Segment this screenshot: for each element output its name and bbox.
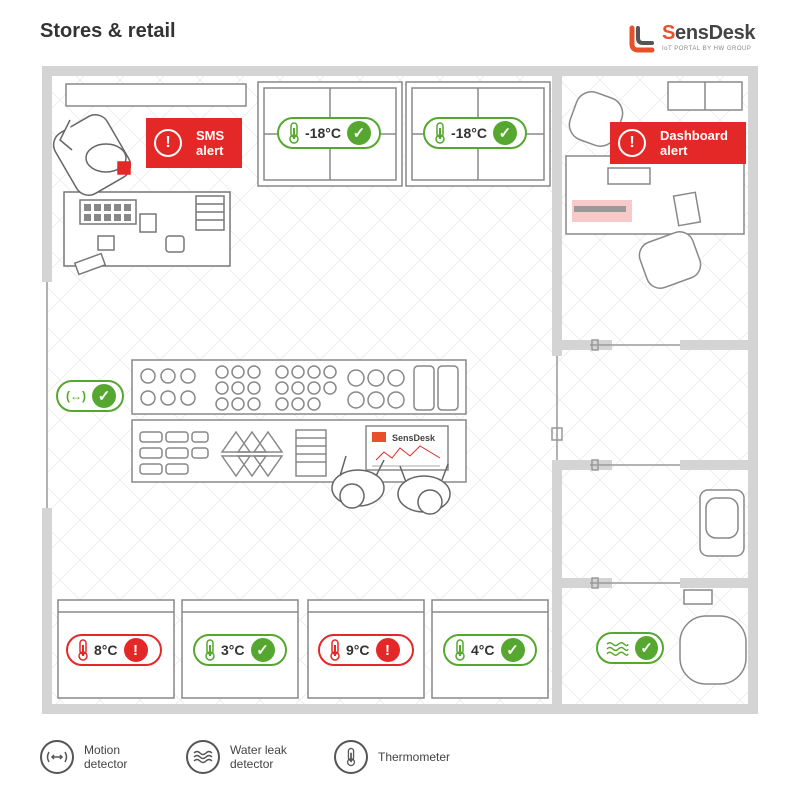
fridge-3-thermometer-badge[interactable]: 9°C ! xyxy=(318,634,414,666)
doors xyxy=(46,282,680,589)
ok-check-icon: ✓ xyxy=(92,384,116,408)
thermometer-icon xyxy=(334,740,368,774)
ok-check-icon: ✓ xyxy=(250,638,275,662)
dashboard-alert[interactable]: ! Dashboard alert xyxy=(610,122,746,164)
fridge-1-thermometer-badge[interactable]: 8°C ! xyxy=(66,634,162,666)
freezer-1-temp: -18°C xyxy=(305,125,341,141)
ok-check-icon: ✓ xyxy=(492,121,517,145)
exclamation-icon: ! xyxy=(618,129,646,157)
ok-check-icon: ✓ xyxy=(635,636,658,660)
washroom xyxy=(679,489,747,685)
legend-thermometer: Thermometer xyxy=(334,740,450,774)
sensdesk-logo-icon xyxy=(629,25,655,53)
sms-alert[interactable]: ! SMS alert xyxy=(146,118,242,168)
cashier-person xyxy=(52,114,132,196)
page-title: Stores & retail xyxy=(40,20,176,42)
legend-water-leak-detector: Water leak detector xyxy=(186,740,287,774)
ok-check-icon: ✓ xyxy=(346,121,371,145)
walls xyxy=(42,66,758,714)
dashboard-monitor xyxy=(574,206,626,212)
motion-detector-icon: (↔) xyxy=(66,389,86,403)
brand-tagline: IoT PORTAL BY HW GROUP xyxy=(662,46,752,52)
brand-name: SensDesk xyxy=(662,22,756,44)
thermometer-icon xyxy=(455,639,465,661)
motion-detector-icon xyxy=(40,740,74,774)
thermometer-icon xyxy=(330,639,340,661)
thermometer-icon xyxy=(205,639,215,661)
water-leak-icon xyxy=(186,740,220,774)
freezer-1-thermometer-badge[interactable]: -18°C ✓ xyxy=(277,117,381,149)
fridge-3-temp: 9°C xyxy=(346,642,370,658)
fridge-4-thermometer-badge[interactable]: 4°C ✓ xyxy=(443,634,537,666)
ok-check-icon: ✓ xyxy=(500,638,525,662)
fridge-2-temp: 3°C xyxy=(221,642,245,658)
motion-detector-badge[interactable]: (↔) ✓ xyxy=(56,380,124,412)
wall-shelf xyxy=(65,83,247,107)
legend-motion-detector: Motion detector xyxy=(40,740,127,774)
cashier-desk xyxy=(63,191,231,276)
fridge-2-thermometer-badge[interactable]: 3°C ✓ xyxy=(193,634,287,666)
fridge-1-temp: 8°C xyxy=(94,642,118,658)
freezer-2-temp: -18°C xyxy=(451,125,487,141)
legend-label: Water leak detector xyxy=(230,743,287,771)
brand-logo[interactable]: SensDesk IoT PORTAL BY HW GROUP xyxy=(628,22,768,62)
fridge-4-temp: 4°C xyxy=(471,642,495,658)
thermometer-icon xyxy=(435,122,445,144)
legend-label: Motion detector xyxy=(84,743,128,771)
shop-people xyxy=(331,455,451,515)
freezer-2-thermometer-badge[interactable]: -18°C ✓ xyxy=(423,117,527,149)
thermometer-icon xyxy=(289,122,299,144)
sensdesk-screen xyxy=(365,425,449,471)
thermometer-icon xyxy=(78,639,88,661)
water-leak-detector-badge[interactable]: ✓ xyxy=(596,632,664,664)
alert-exclamation-icon: ! xyxy=(375,638,400,662)
water-leak-icon xyxy=(606,642,629,656)
alert-exclamation-icon: ! xyxy=(123,638,148,662)
screen-brand: SensDesk xyxy=(392,433,436,443)
exclamation-icon: ! xyxy=(154,129,182,157)
legend-label: Thermometer xyxy=(378,750,451,764)
